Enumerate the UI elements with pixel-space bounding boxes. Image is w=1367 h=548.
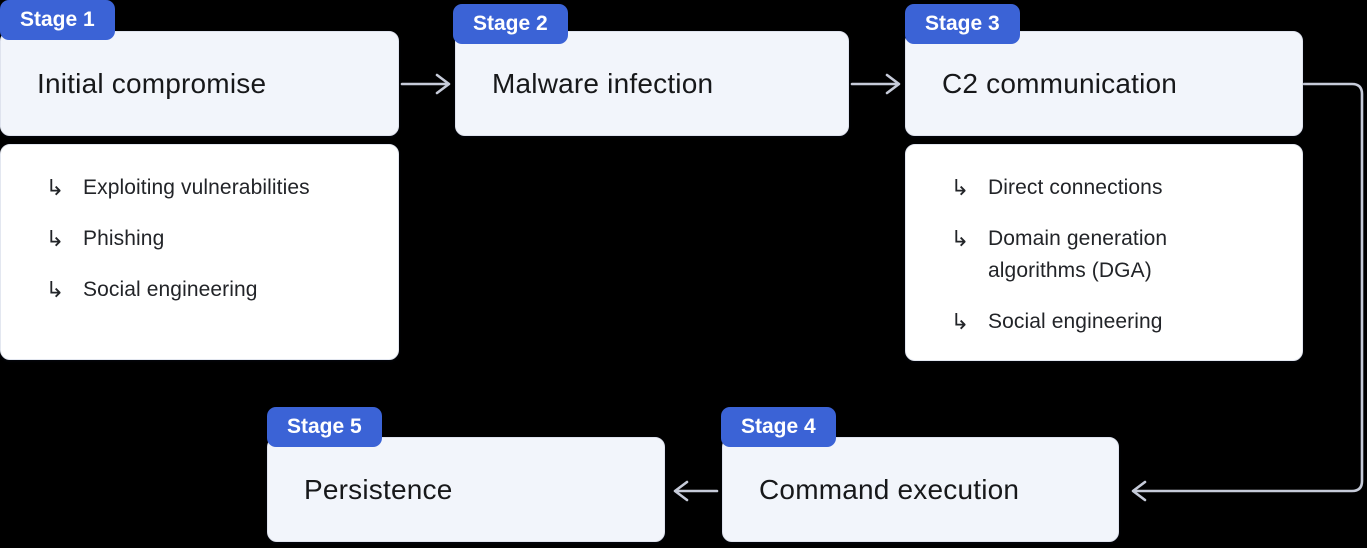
list-item: ↳ Social engineering: [44, 274, 358, 306]
arrow-stage2-to-stage3: [850, 73, 901, 95]
list-item-label: Social engineering: [988, 310, 1163, 333]
list-item: ↳ Social engineering: [949, 306, 1262, 338]
stage-4-card: Command execution: [722, 437, 1119, 542]
stage-2-title: Malware infection: [492, 67, 714, 99]
stage-1-badge: Stage 1: [0, 0, 115, 40]
branch-arrow-icon: ↳: [45, 226, 65, 251]
branch-arrow-icon: ↳: [950, 226, 970, 251]
list-item: ↳ Phishing: [44, 223, 358, 255]
stage-5-badge: Stage 5: [267, 407, 382, 447]
stage-4-badge: Stage 4: [721, 407, 836, 447]
stage-5-title: Persistence: [304, 473, 453, 505]
stage-1-sublist: ↳ Exploiting vulnerabilities ↳ Phishing …: [0, 144, 399, 360]
list-item: ↳ Exploiting vulnerabilities: [44, 172, 358, 204]
list-item-label: Exploiting vulnerabilities: [83, 176, 310, 199]
branch-arrow-icon: ↳: [950, 175, 970, 200]
branch-arrow-icon: ↳: [950, 309, 970, 334]
list-item-label: Social engineering: [83, 278, 258, 301]
stage-1-title: Initial compromise: [37, 67, 267, 99]
stage-4-title: Command execution: [759, 473, 1020, 505]
stage-2-card: Malware infection: [455, 31, 849, 136]
stage-1-card: Initial compromise: [0, 31, 399, 136]
list-item: ↳ Domain generation algorithms (DGA): [949, 223, 1262, 287]
stage-5-card: Persistence: [267, 437, 665, 542]
stage-3-title: C2 communication: [942, 67, 1178, 99]
list-item: ↳ Direct connections: [949, 172, 1262, 204]
list-item-label: Domain generation algorithms (DGA): [988, 227, 1168, 282]
stage-2-badge: Stage 2: [453, 4, 568, 44]
arrow-stage3-to-stage4: [1131, 82, 1364, 502]
branch-arrow-icon: ↳: [45, 175, 65, 200]
stage-3-sublist: ↳ Direct connections ↳ Domain generation…: [905, 144, 1303, 361]
list-item-label: Direct connections: [988, 176, 1163, 199]
list-item-label: Phishing: [83, 227, 165, 250]
branch-arrow-icon: ↳: [45, 277, 65, 302]
arrow-stage4-to-stage5: [673, 480, 719, 502]
stage-3-card: C2 communication: [905, 31, 1303, 136]
arrow-stage1-to-stage2: [400, 73, 451, 95]
stage-3-badge: Stage 3: [905, 4, 1020, 44]
